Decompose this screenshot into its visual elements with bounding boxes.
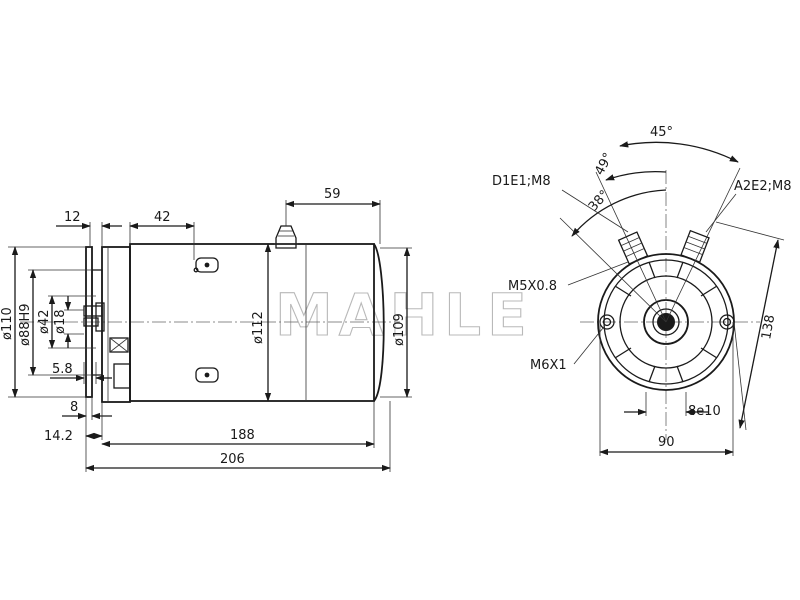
pole-screw-top [195, 257, 219, 273]
angle-ray [595, 171, 667, 323]
dim-dia18: ø18 [53, 310, 68, 335]
rib [614, 285, 632, 297]
angle-ray [559, 217, 667, 323]
dim-90: 90 [658, 435, 675, 450]
dim-59: 59 [324, 187, 341, 202]
bolt-head-upper [109, 337, 129, 353]
label-d1e1: D1E1;M8 [492, 174, 551, 189]
dim-206: 206 [220, 452, 245, 467]
stud-thread [683, 247, 703, 256]
mahle-watermark: MAHLE [275, 281, 533, 349]
bolt-hatch-2 [109, 337, 129, 353]
label-m6: M6X1 [530, 358, 567, 373]
shaft-key [83, 305, 103, 317]
stud-thread [623, 242, 642, 252]
dim-dia112: ø112 [251, 311, 266, 344]
pilot-spigot [91, 269, 103, 376]
arc-45 [619, 141, 739, 163]
dim-8: 8 [70, 400, 78, 415]
angle-ray [665, 167, 741, 323]
mount-hole-right-inner [722, 317, 732, 327]
dim-dia88h9: ø88H9 [18, 303, 33, 346]
bearing-boss [643, 299, 689, 345]
angle-45: 45° [650, 125, 673, 140]
rear-cap [373, 243, 385, 402]
shaft-bore [652, 308, 680, 336]
rib [614, 347, 632, 359]
end-view: 45° 49° 38° D1E1;M8 A2E2;M8 M5X0.8 M6X1 … [492, 125, 792, 456]
arc-38 [571, 189, 667, 237]
dim-dia110: ø110 [0, 307, 15, 340]
dim-line [738, 239, 780, 429]
shaft-boss [95, 302, 105, 332]
angle-49: 49° [592, 150, 616, 177]
rib [648, 365, 656, 383]
leader-m6 [573, 327, 604, 365]
motor-body [129, 243, 375, 402]
rib [676, 365, 684, 383]
rib [700, 285, 718, 297]
shaft-end [83, 317, 99, 327]
ext-line [715, 221, 785, 241]
side-view: 12 42 59 ø110 ø88H9 ø42 ø18 [0, 187, 412, 472]
stud-body [680, 229, 710, 263]
dim-8e10: 8e10 [688, 404, 721, 419]
dim-dia42: ø42 [37, 310, 52, 335]
small-hole [193, 267, 199, 273]
mount-hole-left-inner [602, 317, 612, 327]
terminal-stud [275, 225, 297, 249]
terminal-d1e1 [617, 231, 649, 265]
label-a2e2: A2E2;M8 [734, 179, 792, 194]
dim-42: 42 [154, 210, 171, 225]
rib [700, 347, 718, 359]
dim-12: 12 [64, 210, 81, 225]
leader-m5 [567, 261, 629, 286]
hub-ring [619, 275, 713, 369]
dim-188: 188 [230, 428, 255, 443]
ext-line [733, 321, 747, 431]
dim-138: 138 [759, 314, 778, 341]
angle-38: 38° [586, 188, 613, 215]
bolt-head-lower [113, 363, 131, 389]
stud-thread [688, 235, 708, 244]
stud-thread [625, 248, 645, 258]
leader-a2e2 [705, 193, 737, 233]
leader-d1e1 [561, 189, 629, 233]
pole-screw-bottom [195, 367, 219, 383]
rib [648, 261, 656, 279]
rib [676, 261, 684, 279]
stud-thread [620, 237, 640, 247]
stud-body [617, 231, 649, 265]
pole-screw-top-dot [204, 262, 210, 268]
dim-14-2: 14.2 [44, 429, 73, 444]
ribs [614, 261, 718, 383]
arc-49 [605, 170, 667, 181]
end-housing [101, 246, 131, 403]
dim-5-8: 5.8 [52, 362, 73, 377]
label-m5: M5X0.8 [508, 279, 557, 294]
pole-screw-bottom-dot [204, 372, 210, 378]
dim-dia109: ø109 [392, 313, 407, 346]
